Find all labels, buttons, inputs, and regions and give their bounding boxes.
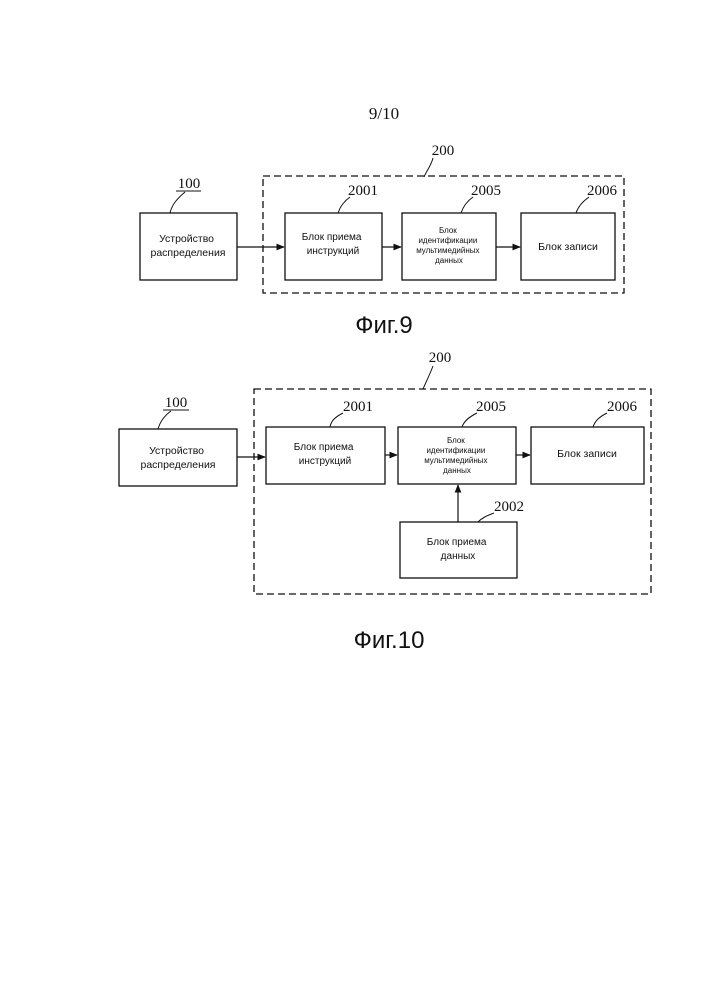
fig10-distribution-device-box [119, 429, 237, 486]
fig10-recording-label: Блок записи [557, 448, 617, 460]
fig10-ref-2005-leader [462, 413, 477, 427]
fig10-ref-2001-leader [330, 413, 343, 427]
fig9-ref-200-leader [424, 158, 433, 177]
fig10-ref-2002: 2002 [494, 499, 524, 515]
fig10-ref-200-leader [423, 366, 433, 389]
fig9-ref-2006: 2006 [587, 183, 618, 199]
figure-10: 200 Устройство распределения 100 Блок пр… [119, 350, 651, 654]
fig9-ref-2006-leader [576, 197, 589, 213]
fig10-ref-100-leader [158, 411, 171, 429]
fig10-ref-2006: 2006 [607, 399, 638, 415]
fig9-caption: Фиг.9 [355, 312, 413, 339]
page-number: 9/10 [369, 104, 399, 123]
fig9-ref-200: 200 [432, 143, 455, 159]
fig10-ref-200: 200 [429, 350, 452, 366]
fig10-ref-2001: 2001 [343, 399, 373, 415]
fig9-ref-100-leader [170, 192, 185, 213]
fig10-ref-2002-leader [478, 513, 494, 522]
fig9-ref-2005-leader [461, 197, 473, 213]
fig9-recording-label: Блок записи [538, 241, 598, 253]
fig10-data-receiving-block [400, 522, 517, 578]
fig10-ref-2006-leader [593, 413, 607, 427]
fig9-ref-2001-leader [338, 197, 350, 213]
fig9-ref-2005: 2005 [471, 183, 501, 199]
fig10-ref-2005: 2005 [476, 399, 506, 415]
fig9-ref-2001: 2001 [348, 183, 378, 199]
fig10-ref-100: 100 [165, 395, 188, 411]
figure-9: 200 Устройство распределения 100 Блок пр… [140, 143, 624, 339]
fig9-ref-100: 100 [178, 176, 201, 192]
fig10-caption: Фиг.10 [354, 627, 425, 654]
